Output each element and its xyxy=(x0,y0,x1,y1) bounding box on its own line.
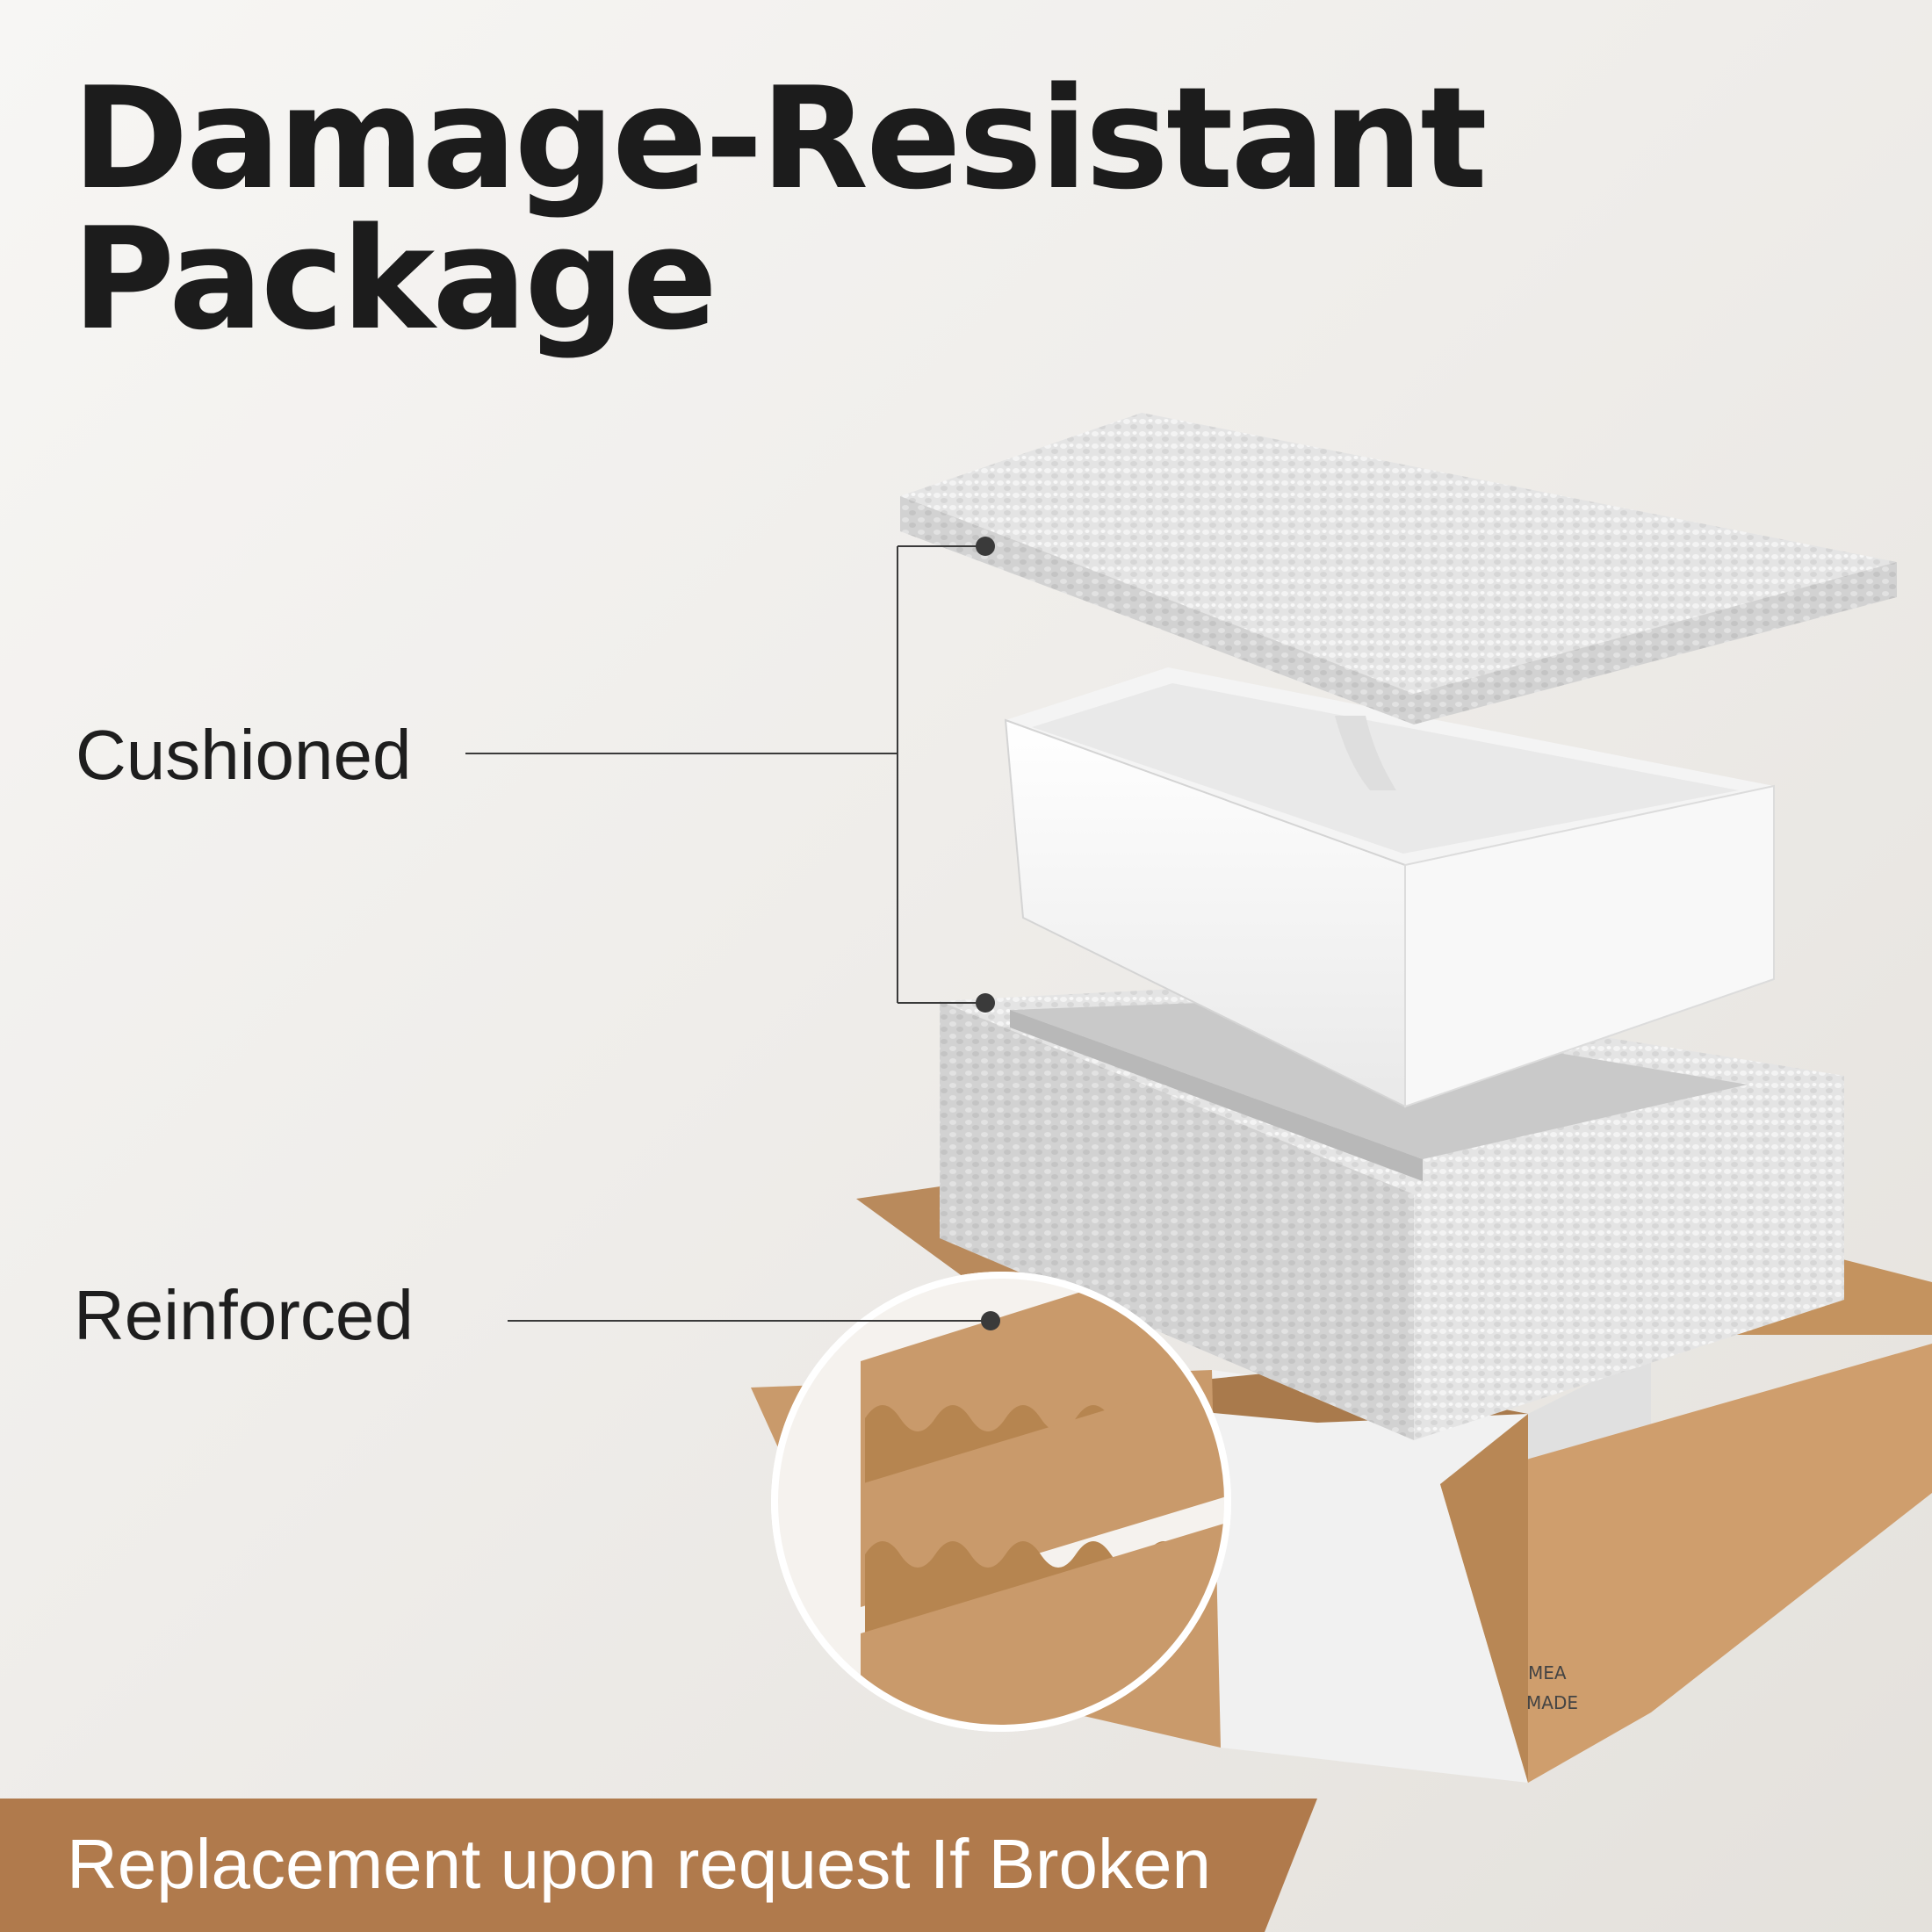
ceramic-sink xyxy=(1004,667,1775,1108)
replacement-banner xyxy=(0,1799,1317,1932)
reinforced-callout xyxy=(508,1311,1000,1330)
top-foam-lid xyxy=(900,413,1897,724)
corrugated-zoom-circle xyxy=(771,1272,1231,1732)
box-print-line1: MEA xyxy=(1528,1662,1567,1683)
tray-marker-dot xyxy=(976,993,995,1013)
replacement-banner-text: Replacement upon request If Broken xyxy=(67,1825,1212,1903)
cushioned-callout xyxy=(465,537,995,1013)
cushioned-label: Cushioned xyxy=(76,716,412,794)
cardboard-marker-dot xyxy=(981,1311,1000,1330)
reinforced-label: Reinforced xyxy=(74,1276,414,1354)
page-title: Damage-Resistant Package xyxy=(72,56,1488,361)
box-print-line2: MADE xyxy=(1526,1692,1578,1713)
lid-marker-dot xyxy=(976,537,995,556)
bottom-foam-tray xyxy=(940,984,1844,1440)
